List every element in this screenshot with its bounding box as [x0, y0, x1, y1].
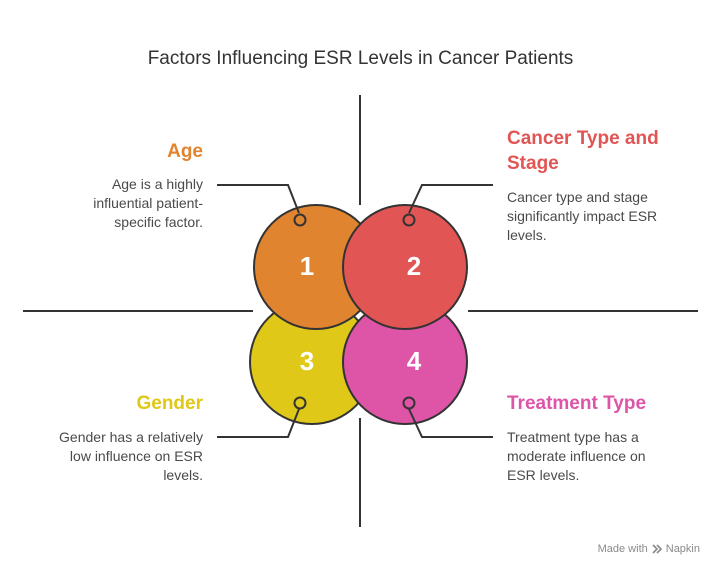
factor-description-2: Cancer type and stage significantly impa… — [507, 189, 658, 243]
factor-description-1: Age is a highly influential patient-spec… — [93, 176, 203, 230]
factor-number-2: 2 — [407, 251, 421, 281]
factor-number-3: 3 — [300, 346, 314, 376]
factor-heading-1: Age — [167, 141, 203, 162]
napkin-credit: Made with Napkin — [598, 543, 700, 555]
connector-1 — [217, 184, 300, 214]
anchor-dot-4 — [402, 396, 416, 410]
factor-circle-2 — [342, 204, 468, 330]
factor-number-1: 1 — [300, 251, 314, 281]
credit-text: Made with — [597, 543, 648, 555]
factor-number-4: 4 — [407, 346, 422, 376]
connector-4 — [408, 408, 493, 438]
factor-heading-2: Cancer Type and Stage — [507, 128, 659, 174]
anchor-dot-3 — [293, 396, 307, 410]
diagram-title: Factors Influencing ESR Levels in Cancer… — [147, 48, 574, 69]
anchor-dot-2 — [402, 213, 416, 227]
connector-2 — [408, 184, 493, 214]
factor-description-3: Gender has a relatively low influence on… — [59, 429, 203, 483]
factor-heading-4: Treatment Type — [507, 393, 647, 414]
anchor-dot-1 — [293, 213, 307, 227]
credit-brand: Napkin — [665, 543, 700, 555]
connector-3 — [217, 408, 300, 438]
factor-description-4: Treatment type has a moderate influence … — [507, 429, 646, 483]
napkin-logo-icon — [652, 544, 662, 554]
factor-heading-3: Gender — [136, 393, 203, 414]
